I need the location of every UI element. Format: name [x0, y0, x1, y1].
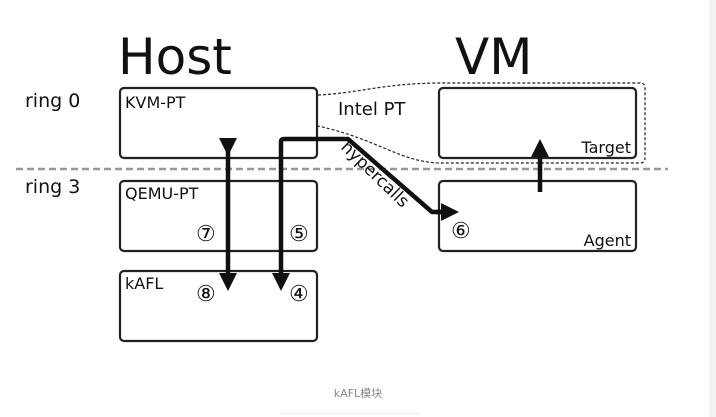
qemu-pt-label: QEMU-PT: [125, 184, 199, 203]
kafl-box: [118, 269, 319, 343]
target-label: Target: [581, 138, 632, 157]
agent-box: [437, 179, 638, 253]
hypercall-path-to-kafl: [272, 136, 452, 291]
target-box: [437, 86, 638, 160]
vm-title: VM: [455, 28, 532, 86]
step-4-marker: ④: [289, 282, 309, 307]
step-5-marker: ⑤: [289, 222, 309, 247]
intel-pt-label: Intel PT: [338, 99, 406, 120]
page-edge: [709, 0, 716, 417]
step-7-marker: ⑦: [196, 222, 216, 247]
hypercalls-label: hypercalls: [337, 137, 413, 212]
step-6-marker: ⑥: [451, 219, 471, 244]
kvm-pt-label: KVM-PT: [125, 93, 186, 112]
ring3-label: ring 3: [25, 176, 80, 198]
agent-label: Agent: [584, 231, 631, 250]
kvm-pt-box: [118, 86, 319, 160]
intel-pt-trace-region: [317, 82, 646, 164]
ring0-label: ring 0: [25, 90, 80, 112]
host-title: Host: [118, 28, 232, 86]
caption-underline: [280, 413, 420, 414]
kafl-label: kAFL: [125, 274, 163, 293]
step-8-marker: ⑧: [196, 282, 216, 307]
figure-caption: kAFL模块: [333, 387, 383, 400]
qemu-pt-box: [118, 179, 319, 253]
